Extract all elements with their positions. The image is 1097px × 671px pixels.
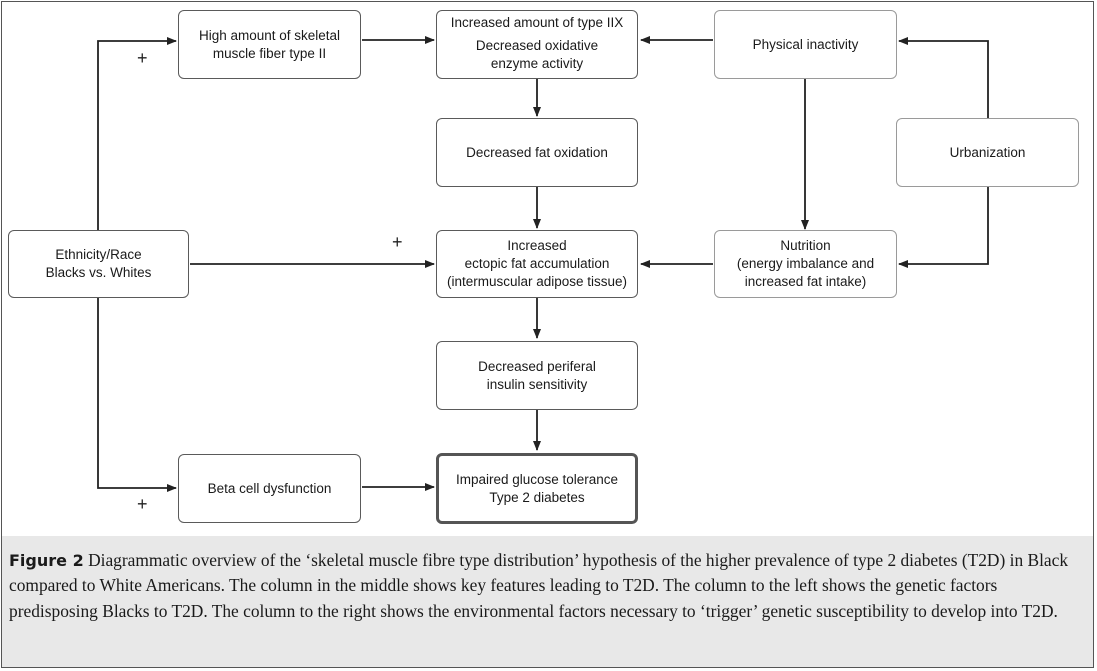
node-text-line: Decreased fat oxidation — [466, 144, 608, 160]
node-nutrition: Nutrition (energy imbalance and increase… — [714, 230, 897, 298]
node-text-line: (intermuscular adipose tissue) — [446, 274, 628, 289]
node-skeletal-muscle-fiber-type-ii: High amount of skeletal muscle fiber typ… — [178, 10, 361, 79]
node-text-line: Decreased periferal — [478, 358, 596, 374]
node-text-line: Impaired glucose tolerance — [455, 471, 619, 487]
node-text-line: Blacks vs. Whites — [45, 265, 152, 280]
node-text-line: Nutrition — [780, 238, 831, 253]
node-text-line: High amount of skeletal — [198, 27, 341, 43]
node-ectopic-fat-accumulation: Increased ectopic fat accumulation (inte… — [436, 230, 638, 298]
plus-sign-ectopic: + — [392, 232, 403, 252]
node-text-line: Type 2 diabetes — [489, 489, 585, 505]
node-text-line: Beta cell dysfunction — [207, 480, 332, 496]
node-text-line: Physical inactivity — [752, 36, 859, 52]
arrow-urbanization-to-inactivity — [898, 37, 989, 118]
node-physical-inactivity: Physical inactivity — [714, 10, 897, 79]
node-text-line: Urbanization — [949, 144, 1026, 160]
caption-background — [2, 536, 1093, 667]
node-impaired-glucose-tolerance: Impaired glucose tolerance Type 2 diabet… — [436, 453, 638, 524]
node-type-iix-oxidative-enzyme: Increased amount of type IIX Decreased o… — [436, 10, 638, 79]
arrow-ethnicity-to-beta — [97, 298, 177, 492]
node-urbanization: Urbanization — [896, 118, 1079, 187]
plus-sign-beta: + — [137, 494, 148, 514]
arrow-urbanization-to-nutrition — [898, 187, 989, 268]
node-text-line: Ethnicity/Race — [55, 247, 142, 262]
plus-sign-skeletal: + — [137, 48, 148, 68]
caption-label: Figure 2 — [9, 551, 84, 570]
caption-text: Diagrammatic overview of the ‘skeletal m… — [9, 550, 1069, 621]
node-text-line: ectopic fat accumulation — [464, 256, 610, 271]
node-text-line: Increased — [507, 238, 567, 253]
figure-caption: Figure 2 Diagrammatic overview of the ‘s… — [9, 548, 1089, 624]
node-text-line: muscle fiber type II — [212, 45, 327, 61]
node-text-line: increased fat intake) — [744, 274, 867, 289]
node-text-line: enzyme activity — [490, 56, 584, 71]
arrow-ethnicity-to-skeletal — [97, 37, 177, 230]
node-text-line: (energy imbalance and — [736, 256, 875, 271]
node-decreased-insulin-sensitivity: Decreased periferal insulin sensitivity — [436, 341, 638, 410]
node-text-line: insulin sensitivity — [486, 376, 588, 392]
node-ethnicity-race: Ethnicity/Race Blacks vs. Whites — [8, 230, 189, 298]
node-text-line: Decreased oxidative — [475, 38, 599, 53]
node-text-line: Increased amount of type IIX — [450, 15, 624, 30]
node-beta-cell-dysfunction: Beta cell dysfunction — [178, 454, 361, 523]
node-decreased-fat-oxidation: Decreased fat oxidation — [436, 118, 638, 187]
